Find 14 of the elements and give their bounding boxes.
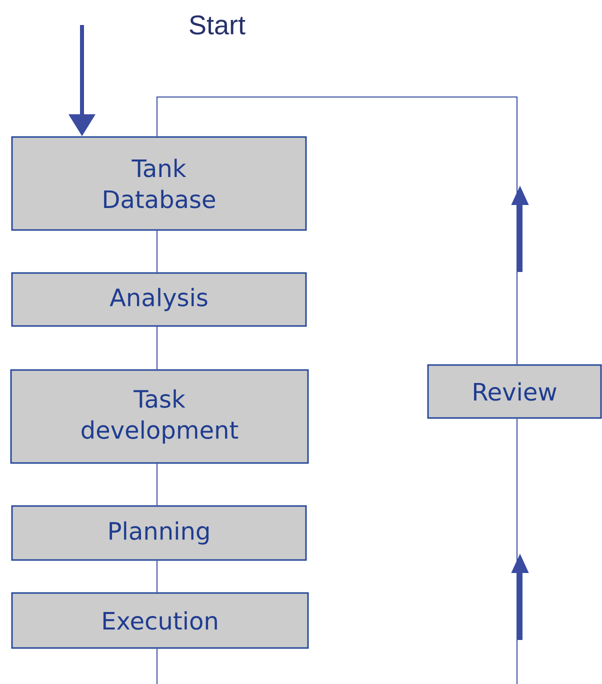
process-box: Review: [427, 364, 602, 419]
process-box: Analysis: [11, 272, 307, 327]
process-box: Execution: [11, 592, 309, 649]
process-box: Tank Database: [11, 136, 307, 231]
process-box: Task development: [10, 369, 309, 464]
connector: [156, 463, 158, 506]
connector: [516, 418, 518, 684]
connector: [156, 326, 158, 370]
process-box: Planning: [11, 505, 307, 561]
connector: [156, 96, 518, 365]
connector: [156, 230, 158, 273]
connector: [156, 560, 158, 593]
connector: [156, 648, 158, 684]
start-label: Start: [190, 15, 246, 35]
